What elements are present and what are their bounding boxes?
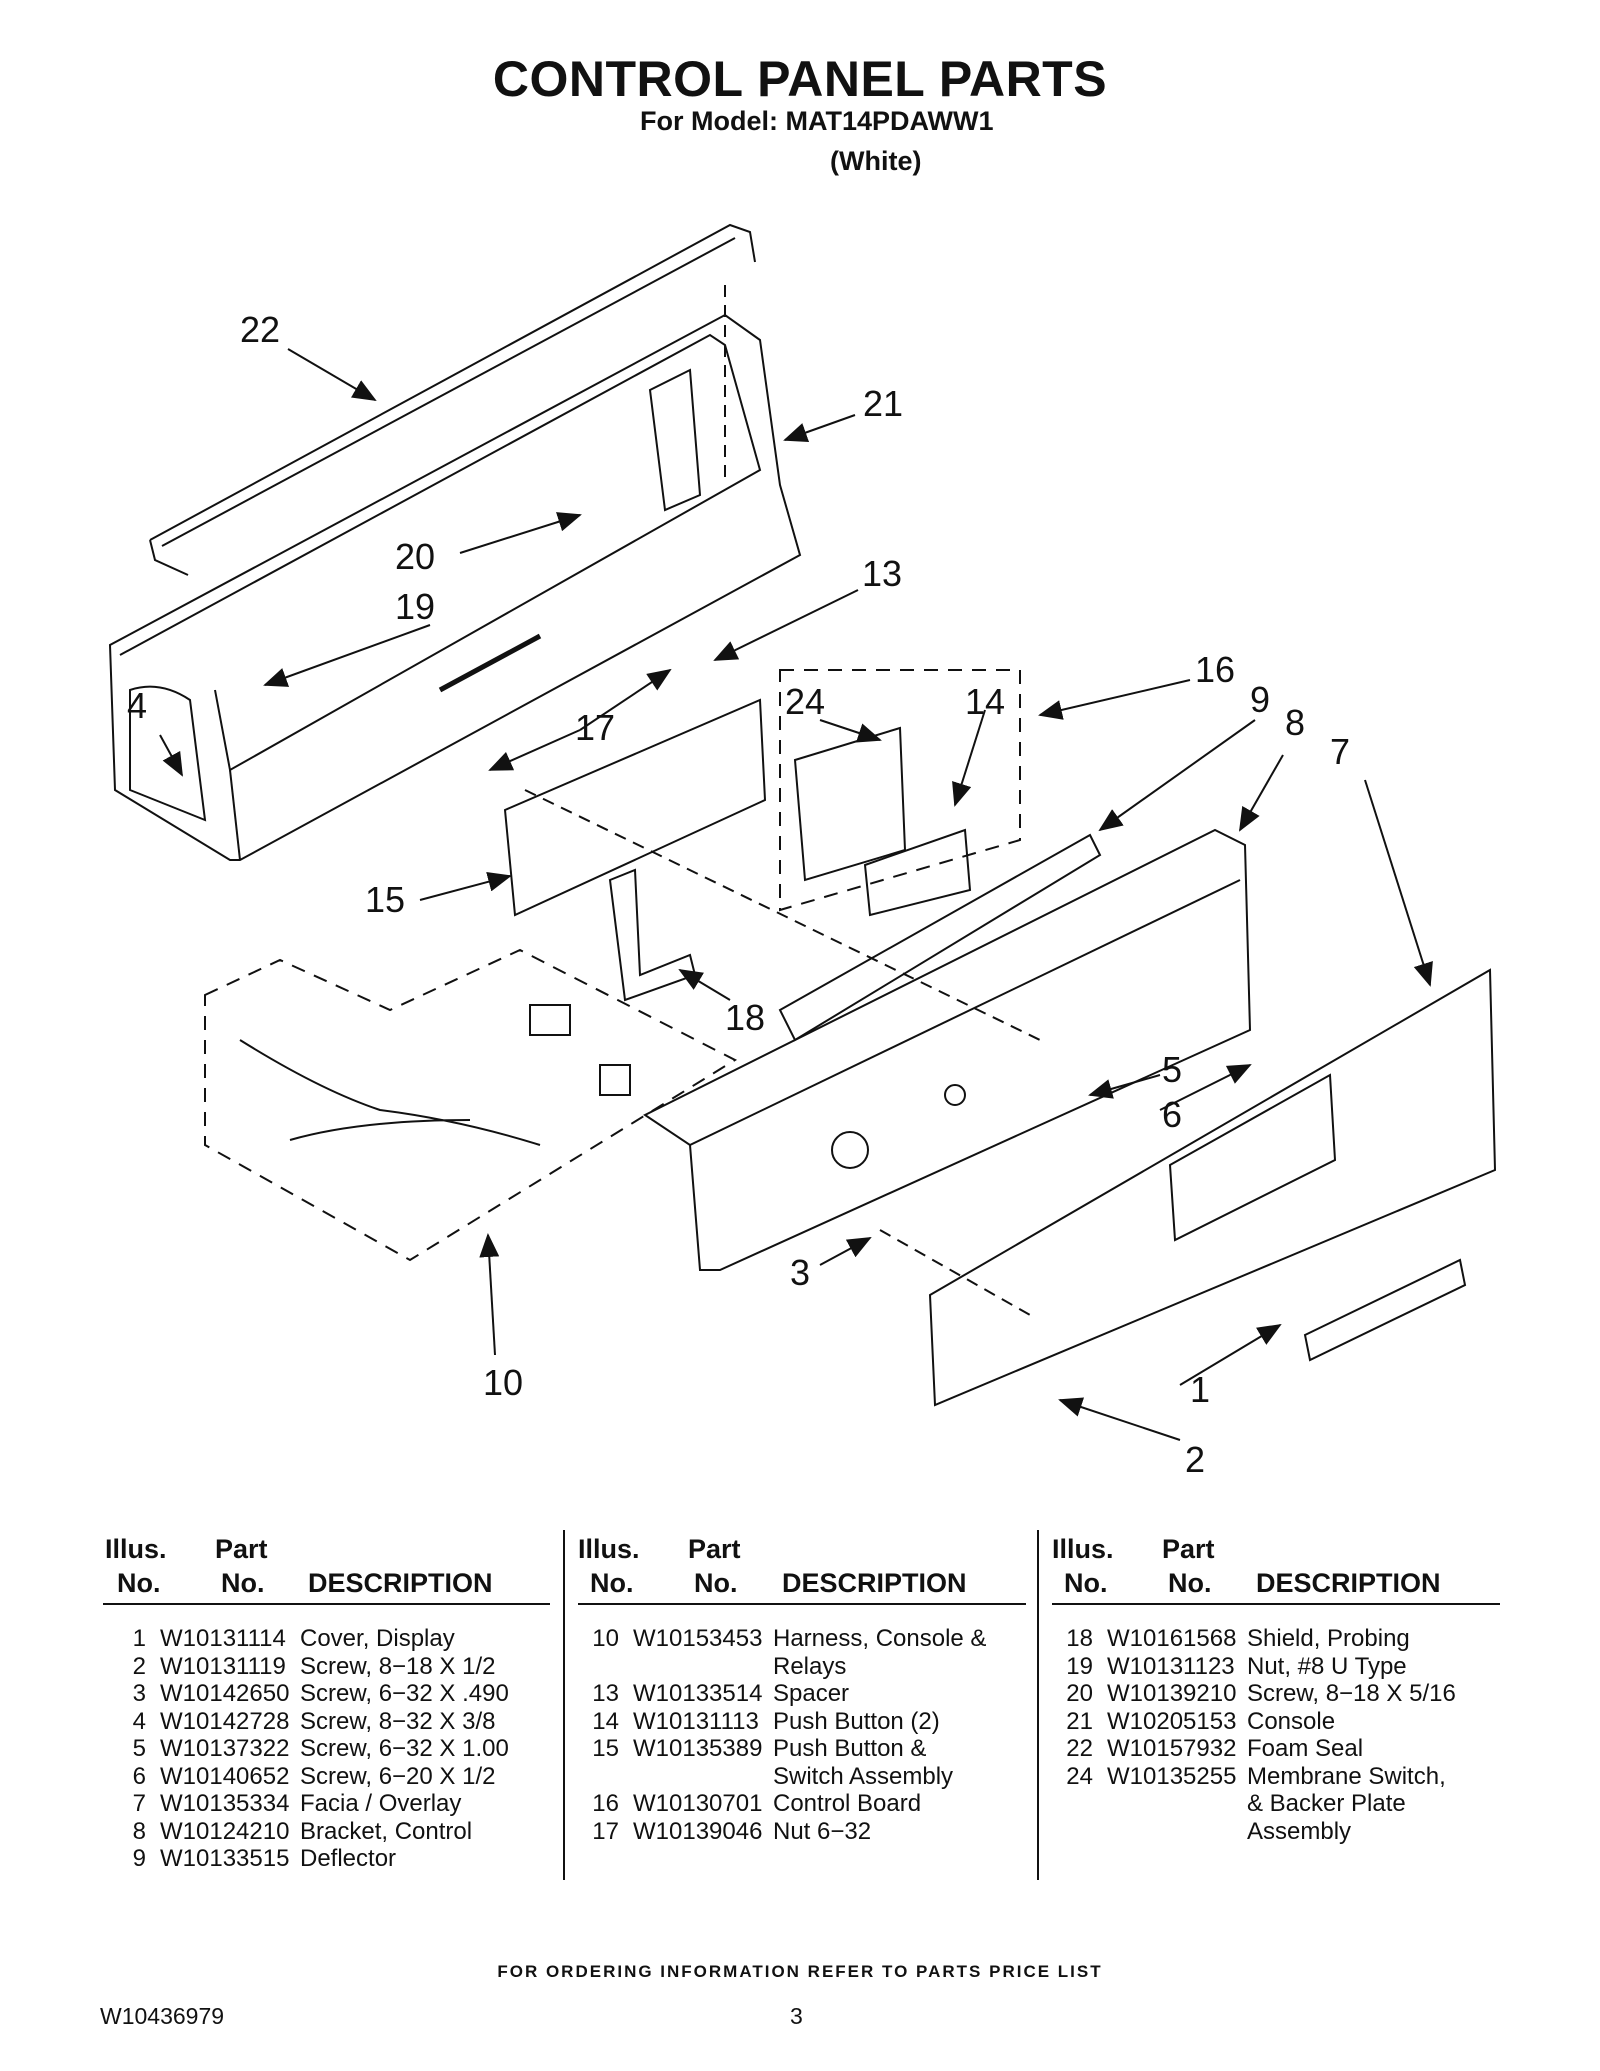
callout-7: 7 — [1330, 731, 1350, 772]
color-variant: (White) — [830, 146, 922, 176]
deflector-part — [778, 833, 1102, 1042]
push-button-assembly-boundary — [779, 669, 1021, 912]
callout-15: 16 — [1195, 649, 1235, 690]
document-number: W10436979 — [100, 2003, 225, 2029]
ordering-note: FOR ORDERING INFORMATION REFER TO PARTS … — [497, 1962, 1103, 1981]
shield-probing-part — [608, 868, 697, 1002]
callout-20: 20 — [395, 536, 435, 577]
harness-boundary — [204, 948, 738, 1262]
callout-22: 22 — [240, 309, 280, 350]
console-part — [108, 313, 802, 861]
model-subtitle: For Model: MAT14PDAWW1 — [640, 106, 994, 136]
column-divider — [1037, 1530, 1039, 1880]
illus-header: Illus.No. — [105, 1534, 167, 1598]
callout-10: 10 — [483, 1362, 523, 1403]
callout-16: 15 — [365, 879, 405, 920]
table-row: Switch Assembly — [773, 1762, 954, 1790]
control-bracket-part — [643, 828, 1252, 1271]
description-header: DESCRIPTION — [308, 1568, 493, 1598]
header-rule — [1052, 1603, 1500, 1605]
header-rule — [578, 1603, 1026, 1605]
table-row: Assembly — [1247, 1817, 1352, 1845]
callout-9: 9 — [1250, 679, 1270, 720]
illus-header: Illus.No. — [1052, 1534, 1114, 1598]
display-cover-part — [1303, 1258, 1467, 1362]
callout-5: 5 — [1162, 1049, 1182, 1090]
illus-header: Illus.No. — [578, 1534, 640, 1598]
page-number: 3 — [790, 2003, 803, 2029]
page-title: CONTROL PANEL PARTS — [492, 51, 1108, 107]
callout-18: 18 — [725, 997, 765, 1038]
foam-seal-part — [149, 223, 756, 576]
callout-2: 2 — [1185, 1439, 1205, 1480]
table-row: Relays — [773, 1652, 847, 1680]
callout-8: 8 — [1285, 702, 1305, 743]
callout-17: 17 — [575, 707, 615, 748]
table-row: & Backer Plate — [1247, 1790, 1406, 1817]
callout-1: 1 — [1190, 1369, 1210, 1410]
exploded-parts-diagram: 22 21 20 19 13 16 24 14 9 8 7 4 17 15 18… — [108, 223, 1497, 1480]
callout-19: 19 — [395, 586, 435, 627]
callout-4: 4 — [127, 685, 147, 726]
callout-3: 3 — [790, 1252, 810, 1293]
callout-6: 6 — [1162, 1094, 1182, 1135]
callout-13: 13 — [862, 553, 902, 594]
description-header: DESCRIPTION — [782, 1568, 967, 1598]
callout-21: 21 — [863, 383, 903, 424]
push-button-part — [863, 828, 972, 917]
column-divider — [563, 1530, 565, 1880]
description-header: DESCRIPTION — [1256, 1568, 1441, 1598]
facia-overlay-part — [928, 968, 1497, 1407]
callout-24: 24 — [785, 681, 825, 722]
callout-14: 14 — [965, 681, 1005, 722]
header-rule — [103, 1603, 550, 1605]
harness-part — [239, 1039, 541, 1146]
